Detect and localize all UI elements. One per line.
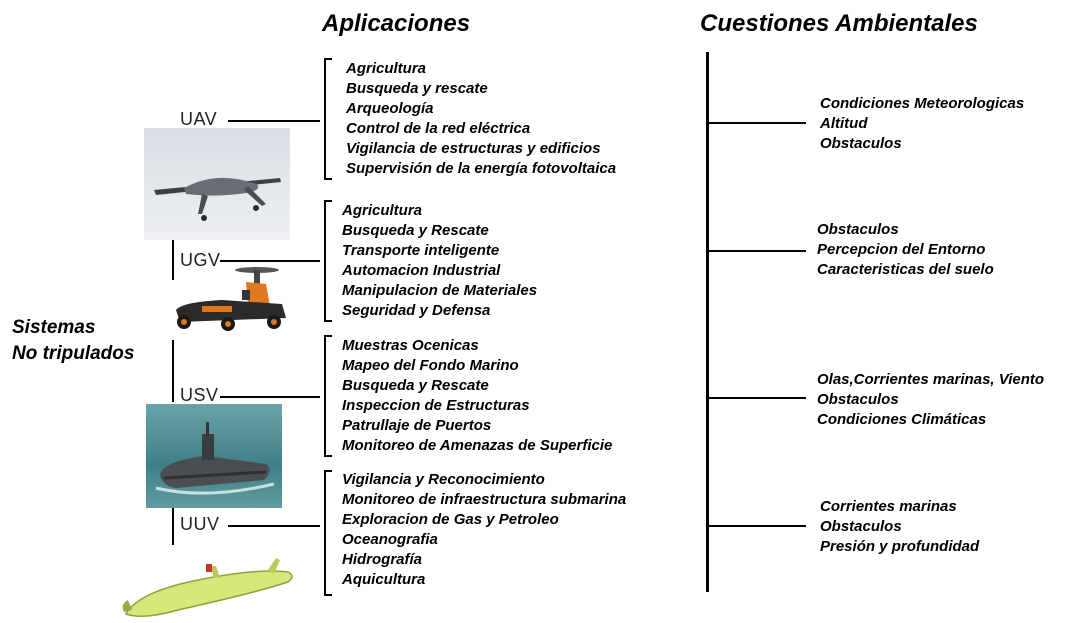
uuv-app-6: Aquicultura [342,571,426,588]
uuv-env-connector [708,525,806,527]
usv-bracket [324,335,332,457]
ugv-label: UGV [180,250,221,270]
uav-label: UAV [180,109,218,129]
ugv-env-connector [708,250,806,252]
uuv-env-2: Obstaculos [820,518,902,535]
ugv-bracket [324,200,332,322]
ugv-applications: Agricultura Busqueda y Rescate Transport… [342,201,537,321]
usv-app-1: Muestras Ocenicas [342,337,479,354]
system-title: Sistemas No tripulados [12,315,134,367]
uav-env-connector [708,122,806,124]
uav-environmental: Condiciones Meteorologicas Altitud Obsta… [820,94,1024,154]
uav-app-5: Vigilancia de estructuras y edificios [346,140,601,157]
usv-app-2: Mapeo del Fondo Marino [342,357,519,374]
system-title-line-1: Sistemas [12,317,96,338]
uuv-connector [228,525,320,527]
ugv-app-6: Seguridad y Defensa [342,302,491,319]
uuv-environmental: Corrientes marinas Obstaculos Presión y … [820,497,979,557]
uuv-app-5: Hidrografía [342,551,423,568]
uav-app-6: Supervisión de la energía fotovoltaica [346,160,617,177]
spine-segment-usv [172,340,174,402]
spine-segment-ugv [172,240,174,280]
ugv-env-2: Percepcion del Entorno [817,241,986,258]
ugv-environmental: Obstaculos Percepcion del Entorno Caract… [817,220,994,280]
uuv-applications: Vigilancia y Reconocimiento Monitoreo de… [342,470,626,590]
underwater-vehicle-photo [118,548,298,623]
uuv-label: UUV [180,514,220,534]
drone-photo [144,128,290,240]
uav-env-1: Condiciones Meteorologicas [820,95,1025,112]
uav-bracket [324,58,332,180]
uav-app-3: Arqueología [346,100,434,117]
uuv-app-3: Exploracion de Gas y Petroleo [342,511,559,528]
uav-env-3: Obstaculos [820,135,902,152]
uav-connector [228,120,320,122]
usv-environmental: Olas,Corrientes marinas, Viento Obstacul… [817,370,1044,430]
uav-app-2: Busqueda y rescate [346,80,488,97]
environmental-header: Cuestiones Ambientales [700,10,978,37]
uuv-app-4: Oceanografia [342,531,438,548]
usv-app-4: Inspeccion de Estructuras [342,397,530,414]
spine-segment-uuv [172,505,174,545]
ugv-app-4: Automacion Industrial [342,262,501,279]
uav-applications: Agricultura Busqueda y rescate Arqueolog… [346,59,616,179]
uuv-env-3: Presión y profundidad [820,538,980,555]
usv-env-3: Condiciones Climáticas [817,411,987,428]
uav-app-4: Control de la red eléctrica [346,120,531,137]
usv-label: USV [180,385,219,405]
ugv-env-3: Caracteristicas del suelo [817,261,994,278]
usv-env-1: Olas,Corrientes marinas, Viento [817,371,1045,388]
uuv-app-1: Vigilancia y Reconocimiento [342,471,545,488]
usv-applications: Muestras Ocenicas Mapeo del Fondo Marino… [342,336,612,456]
usv-env-2: Obstaculos [817,391,899,408]
environmental-axis [706,52,709,592]
usv-app-5: Patrullaje de Puertos [342,417,492,434]
system-title-line-2: No tripulados [12,343,135,364]
ugv-app-2: Busqueda y Rescate [342,222,489,239]
uuv-app-2: Monitoreo de infraestructura submarina [342,491,627,508]
uav-env-2: Altitud [820,115,868,132]
ugv-app-3: Transporte inteligente [342,242,500,259]
ugv-app-5: Manipulacion de Materiales [342,282,538,299]
usv-app-6: Monitoreo de Amenazas de Superficie [342,437,613,454]
uuv-bracket [324,470,332,596]
ugv-connector [220,260,320,262]
uav-app-1: Agricultura [346,60,427,77]
ground-robot-photo [162,262,294,336]
usv-app-3: Busqueda y Rescate [342,377,489,394]
uuv-env-1: Corrientes marinas [820,498,957,515]
applications-header: Aplicaciones [322,10,471,37]
usv-connector [220,396,320,398]
surface-vessel-photo [146,404,282,508]
ugv-env-1: Obstaculos [817,221,899,238]
ugv-app-1: Agricultura [342,202,423,219]
usv-env-connector [708,397,806,399]
